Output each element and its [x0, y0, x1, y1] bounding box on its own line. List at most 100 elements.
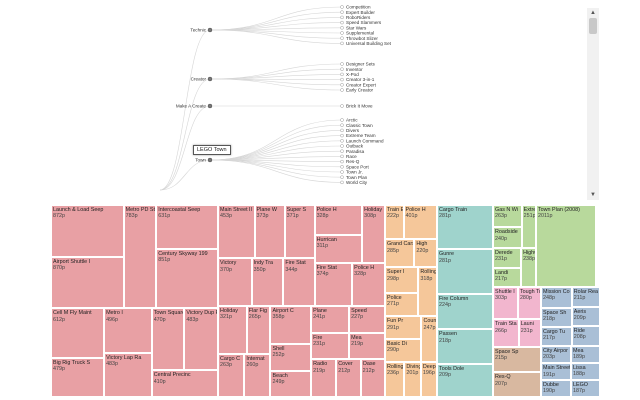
tree-leaf-node[interactable] — [340, 41, 344, 46]
tree-leaf-node[interactable] — [340, 67, 344, 71]
tree-leaf-node[interactable] — [340, 165, 344, 169]
tree-leaf-node[interactable] — [340, 62, 344, 66]
tree-leaf-node[interactable] — [340, 123, 344, 127]
tree-leaf-node[interactable] — [340, 88, 344, 92]
tree-leaf-node[interactable] — [340, 149, 344, 153]
treemap-tile[interactable]: Rolling Ac318p — [418, 267, 437, 317]
tree-leaf-node[interactable] — [340, 77, 344, 82]
scroll-thumb[interactable] — [589, 18, 597, 34]
treemap-tile[interactable]: Country Cl247p — [421, 316, 437, 363]
tree-branch-node[interactable] — [207, 27, 213, 33]
tree-leaf-node[interactable] — [340, 133, 344, 138]
treemap-tile[interactable]: Extreme251p — [521, 205, 536, 248]
tree-leaf-node[interactable] — [340, 83, 344, 87]
treemap-tile[interactable]: Highway238p — [521, 247, 536, 287]
vertical-scrollbar[interactable]: ▲ ▼ — [587, 8, 599, 200]
treemap-tile[interactable]: Metro PD Station783p — [123, 205, 157, 309]
treemap-tile[interactable]: Town Plan (2008)2011p — [535, 205, 596, 287]
tree-leaf-node[interactable] — [340, 72, 344, 77]
tree-leaf-node[interactable] — [340, 170, 344, 174]
tree-leaf-node[interactable] — [340, 180, 344, 185]
tree-leaf-node[interactable] — [340, 5, 344, 9]
tree-branch-node[interactable] — [207, 76, 213, 82]
tree-leaf-node[interactable] — [340, 128, 344, 133]
tree-leaf-node[interactable] — [340, 20, 344, 25]
tree-leaf-node[interactable] — [340, 31, 344, 35]
tree-leaf-node[interactable] — [340, 15, 344, 20]
tree-leaf-node[interactable] — [340, 144, 344, 148]
tree-leaf-node[interactable] — [340, 154, 344, 159]
scroll-up-arrow-icon[interactable]: ▲ — [590, 10, 596, 16]
tree-leaf-node[interactable] — [340, 175, 344, 179]
tree-leaf-node[interactable] — [340, 36, 344, 40]
treemap-tile[interactable]: Train Engine222p — [385, 205, 404, 240]
tree-leaf-node[interactable] — [340, 139, 344, 143]
tree-leaf-node[interactable] — [340, 10, 344, 14]
treemap-tile[interactable]: Town Square - Ce470p — [151, 308, 185, 371]
tree-leaf-node[interactable] — [340, 104, 344, 108]
tree-leaf-node[interactable] — [340, 118, 344, 122]
tree-branch-node[interactable] — [207, 103, 213, 109]
